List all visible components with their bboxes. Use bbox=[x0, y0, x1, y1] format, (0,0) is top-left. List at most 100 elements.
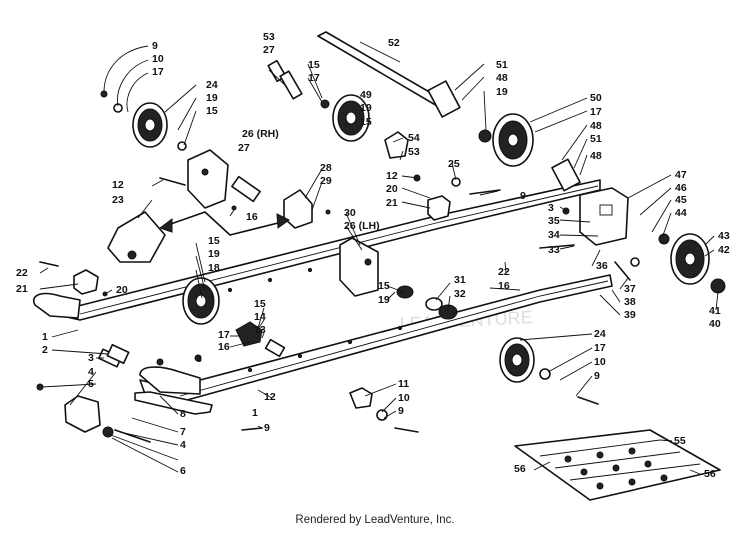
callout-label: 3 bbox=[88, 352, 94, 364]
callout-label: 19 bbox=[378, 294, 390, 306]
callout-label: 26 (RH) bbox=[242, 128, 279, 140]
callout-label: 11 bbox=[398, 378, 409, 390]
bracket-23 bbox=[107, 211, 166, 263]
callout-label: 12 bbox=[112, 179, 124, 191]
callout-label: 39 bbox=[624, 309, 636, 321]
callout-label: 19 bbox=[360, 102, 372, 114]
callout-label: 10 bbox=[152, 53, 164, 65]
callout-label: 37 bbox=[624, 283, 636, 295]
callout-label: 10 bbox=[594, 356, 606, 368]
bracket-26-rh bbox=[187, 149, 229, 209]
shaft-52 bbox=[317, 31, 451, 111]
callout-label: 31 bbox=[454, 274, 466, 286]
callout-label: 2 bbox=[42, 344, 48, 356]
callout-label: 28 bbox=[320, 162, 332, 174]
idler-wheel-middle-left bbox=[182, 277, 220, 325]
callout-label: 46 bbox=[675, 182, 687, 194]
idler-wheel-right bbox=[670, 233, 710, 285]
callout-label: 15 bbox=[206, 105, 218, 117]
callout-label: 10 bbox=[398, 392, 410, 404]
callout-label: 22 bbox=[16, 267, 28, 279]
callout-label: 40 bbox=[709, 318, 721, 330]
track-clip-inset bbox=[514, 429, 721, 501]
callout-label: 48 bbox=[590, 150, 602, 162]
callout-label: 38 bbox=[624, 296, 636, 308]
callout-label: 43 bbox=[718, 230, 730, 242]
callout-label: 4 bbox=[88, 366, 94, 378]
callout-label: 17 bbox=[590, 106, 602, 118]
callout-label: 21 bbox=[386, 197, 398, 209]
callout-label: 52 bbox=[388, 37, 400, 49]
callout-label: 17 bbox=[152, 66, 164, 78]
callout-label: 7 bbox=[180, 426, 186, 438]
callout-label: 16 bbox=[498, 280, 510, 292]
callout-label: 17 bbox=[594, 342, 606, 354]
bracket-28 bbox=[283, 189, 313, 229]
callout-label: 27 bbox=[263, 44, 275, 56]
callout-label: 5 bbox=[88, 378, 94, 390]
callout-label: 23 bbox=[112, 194, 124, 206]
callout-label: 19 bbox=[496, 86, 508, 98]
callout-label: 30 bbox=[344, 207, 356, 219]
rail-holes bbox=[227, 257, 403, 373]
bracket-54 bbox=[384, 131, 409, 159]
idler-wheel-top-center bbox=[332, 94, 370, 142]
bolts bbox=[39, 177, 631, 443]
callout-label: 42 bbox=[718, 244, 730, 256]
callout-label: 56 bbox=[704, 468, 716, 480]
callout-label: 49 bbox=[360, 89, 372, 101]
callout-label: 41 bbox=[709, 305, 721, 317]
callout-label: 48 bbox=[496, 72, 508, 84]
callout-label: 24 bbox=[206, 79, 218, 91]
callout-label: 16 bbox=[246, 211, 258, 223]
rail-tip-front-upper bbox=[33, 292, 81, 319]
callout-label: 44 bbox=[675, 207, 687, 219]
callout-label: 24 bbox=[594, 328, 606, 340]
callout-label: 8 bbox=[180, 408, 186, 420]
callout-label: 47 bbox=[675, 169, 687, 181]
callout-label: 18 bbox=[208, 262, 220, 274]
wear-strip bbox=[134, 391, 213, 415]
callout-label: 9 bbox=[594, 370, 600, 382]
callout-label: 15 bbox=[360, 116, 372, 128]
callout-label: 56 bbox=[514, 463, 526, 475]
callout-label: 55 bbox=[674, 435, 686, 447]
block-21 bbox=[427, 195, 451, 221]
callout-label: 34 bbox=[548, 229, 560, 241]
spacer-53-27 bbox=[267, 59, 303, 100]
callout-label: 14 bbox=[254, 311, 266, 323]
callout-label: 53 bbox=[408, 146, 420, 158]
callout-label: 22 bbox=[498, 266, 510, 278]
callout-label: 20 bbox=[386, 183, 398, 195]
shock-mount-13 bbox=[235, 321, 263, 347]
assembly-arrow bbox=[158, 211, 290, 236]
callout-label: 9 bbox=[520, 190, 526, 202]
leader-lines bbox=[39, 41, 719, 475]
block-11 bbox=[349, 387, 373, 409]
callout-label: 16 bbox=[218, 341, 230, 353]
callout-label: 25 bbox=[448, 158, 460, 170]
callout-label: 35 bbox=[548, 215, 560, 227]
idler-wheel-top-right bbox=[492, 113, 534, 167]
callout-label: 13 bbox=[254, 324, 266, 336]
spacer-51-48 bbox=[427, 80, 581, 192]
callout-label: 6 bbox=[180, 465, 186, 477]
callout-label: 1 bbox=[252, 407, 258, 419]
callout-label: 51 bbox=[496, 59, 508, 71]
callout-label: 15 bbox=[208, 235, 220, 247]
callout-label: 9 bbox=[264, 422, 270, 434]
callout-label: 21 bbox=[16, 283, 28, 295]
idler-wheel-lower-center bbox=[499, 337, 535, 383]
callout-label: 3 bbox=[196, 353, 202, 365]
callout-label: 32 bbox=[454, 288, 466, 300]
callout-label: 53 bbox=[263, 31, 275, 43]
callout-label: 50 bbox=[590, 92, 602, 104]
callout-label: 27 bbox=[238, 142, 250, 154]
callout-label: 17 bbox=[308, 72, 320, 84]
callout-label: 19 bbox=[206, 92, 218, 104]
callout-label: 36 bbox=[596, 260, 608, 272]
callout-label: 54 bbox=[408, 132, 420, 144]
callout-label: 4 bbox=[180, 439, 186, 451]
render-credit: Rendered by LeadVenture, Inc. bbox=[295, 514, 455, 526]
